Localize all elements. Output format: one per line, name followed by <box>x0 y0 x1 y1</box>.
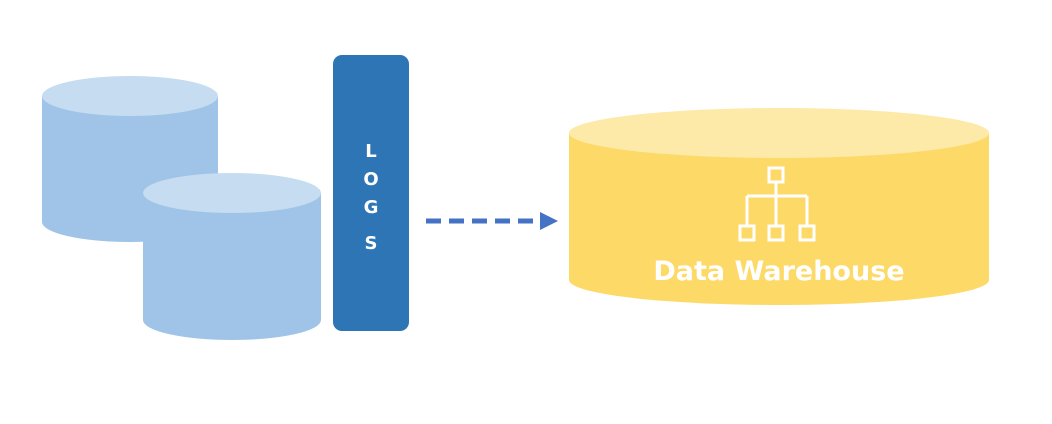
logs-letter-g: G <box>364 197 379 218</box>
logs-bar-rect <box>333 55 409 331</box>
dashed-arrow <box>426 212 558 230</box>
logs-letter-l: L <box>365 141 376 162</box>
source-database-front-top <box>143 173 321 213</box>
data-warehouse-top <box>569 108 989 158</box>
data-warehouse: Data Warehouse <box>569 108 989 305</box>
source-database-front <box>143 173 321 340</box>
data-warehouse-side <box>569 133 989 305</box>
data-warehouse-label: Data Warehouse <box>653 256 904 287</box>
source-database-front-side <box>143 193 321 340</box>
hierarchy-icon <box>738 166 816 242</box>
logs-letter-o: O <box>363 169 378 190</box>
logs-bar: L O G S <box>333 55 409 331</box>
source-database-back-top <box>42 76 218 116</box>
arrow-head-icon <box>540 212 558 230</box>
logs-letter-s: S <box>365 233 378 254</box>
